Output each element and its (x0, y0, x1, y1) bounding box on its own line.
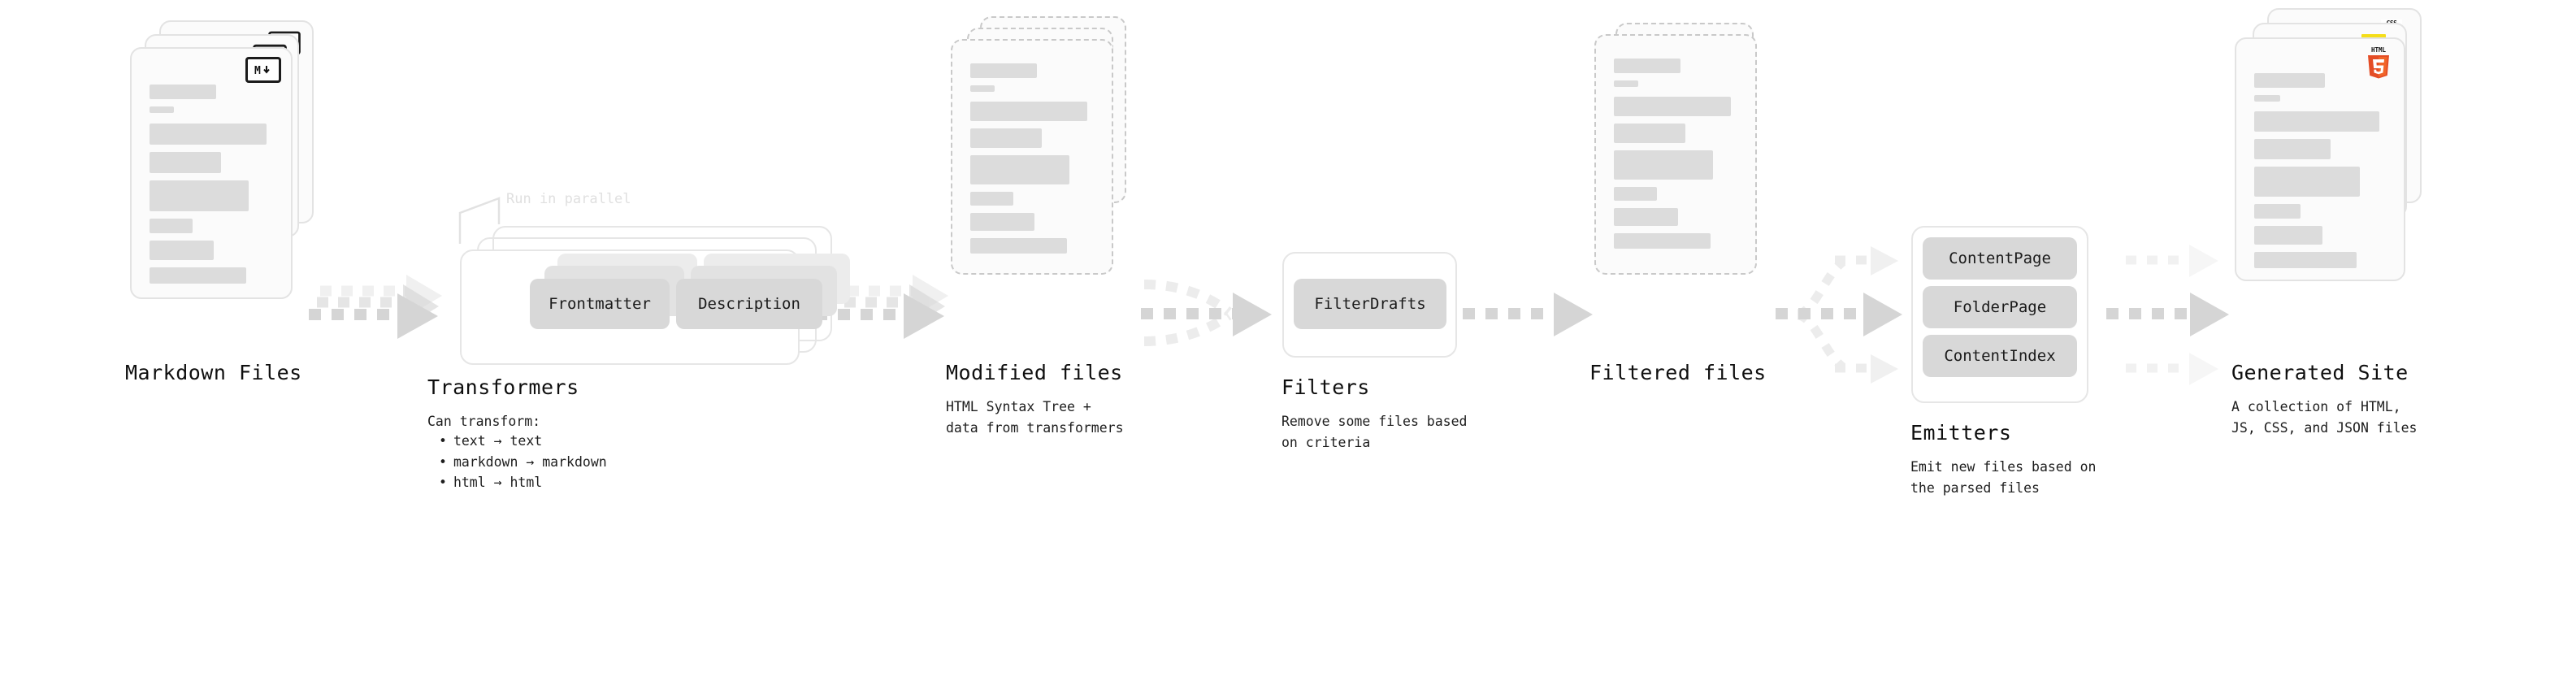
run-in-parallel-label: Run in parallel (506, 191, 631, 207)
stage-filtered-files: Filtered files (1589, 0, 1781, 384)
caption-markdown-files: Markdown Files (125, 361, 302, 384)
connector-modified-to-filters (1141, 280, 1272, 346)
svg-text:M: M (254, 65, 261, 76)
site-doc-placeholder-lines (2254, 73, 2386, 275)
caption-modified-files: Modified files (946, 361, 1123, 384)
markdown-doc-front: M (130, 47, 293, 299)
stage-modified-files: Modified files HTML Syntax Tree + data f… (946, 0, 1138, 436)
markdown-icon: M (245, 57, 281, 83)
subcaption-filters: Remove some files based on criteria (1281, 414, 1468, 450)
modified-doc-front (951, 39, 1113, 275)
svg-text:HTML: HTML (2371, 46, 2387, 54)
stage-generated-site: CSS HTML (2231, 0, 2438, 436)
filtered-doc-placeholder-lines (1614, 59, 1737, 256)
stage-transformers: Run in parallel Frontmatter Description … (427, 0, 850, 490)
connector-md-to-transformers (309, 275, 442, 339)
stage-filters: FilterDrafts Filters Remove some files b… (1281, 0, 1494, 450)
subcaption-modified-files: HTML Syntax Tree + data from transformer… (946, 399, 1124, 436)
html5-icon: HTML (2365, 46, 2392, 79)
caption-filtered-files: Filtered files (1589, 361, 1767, 384)
list-item: text → text (439, 431, 607, 452)
caption-emitters: Emitters (1910, 421, 2012, 445)
list-item: markdown → markdown (439, 452, 607, 473)
caption-filters: Filters (1281, 375, 1370, 399)
connector-filtered-to-emitters (1776, 246, 1902, 384)
subcaption-transformers: Can transform: (427, 414, 541, 429)
chip-contentindex[interactable]: ContentIndex (1923, 335, 2077, 377)
chip-contentpage[interactable]: ContentPage (1923, 237, 2077, 280)
chip-filterdrafts[interactable]: FilterDrafts (1294, 279, 1446, 329)
site-doc-front: HTML (2235, 37, 2405, 281)
modified-doc-placeholder-lines (970, 63, 1094, 261)
chip-frontmatter[interactable]: Frontmatter (530, 279, 670, 329)
filtered-doc-front (1594, 34, 1757, 275)
subcaption-emitters: Emit new files based on the parsed files (1910, 459, 2097, 496)
chip-folderpage[interactable]: FolderPage (1923, 286, 2077, 328)
caption-generated-site: Generated Site (2231, 361, 2409, 384)
transformer-capability-list: text → text markdown → markdown html → h… (427, 431, 607, 493)
stage-markdown-files: M M M (125, 0, 317, 384)
caption-transformers: Transformers (427, 375, 579, 399)
subcaption-generated-site: A collection of HTML, JS, CSS, and JSON … (2231, 399, 2418, 436)
stage-emitters: ContentPage FolderPage ContentIndex Emit… (1910, 0, 2139, 496)
list-item: html → html (439, 472, 607, 493)
markdown-doc-placeholder-lines (150, 85, 273, 291)
chip-description[interactable]: Description (676, 279, 822, 329)
